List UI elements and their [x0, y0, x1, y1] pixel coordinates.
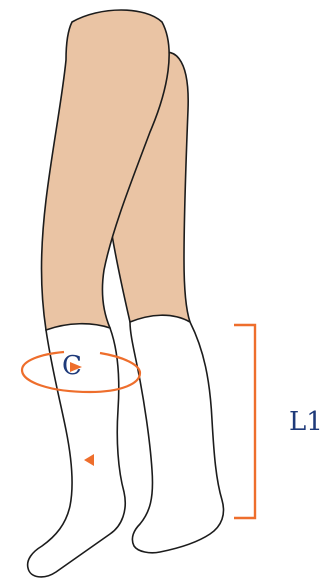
- length-label: L1: [289, 407, 323, 437]
- back-leg-stocking: [130, 315, 224, 553]
- circumference-label: C: [62, 351, 82, 381]
- bracket-icon: [234, 325, 255, 518]
- length-marker: L1: [234, 325, 323, 518]
